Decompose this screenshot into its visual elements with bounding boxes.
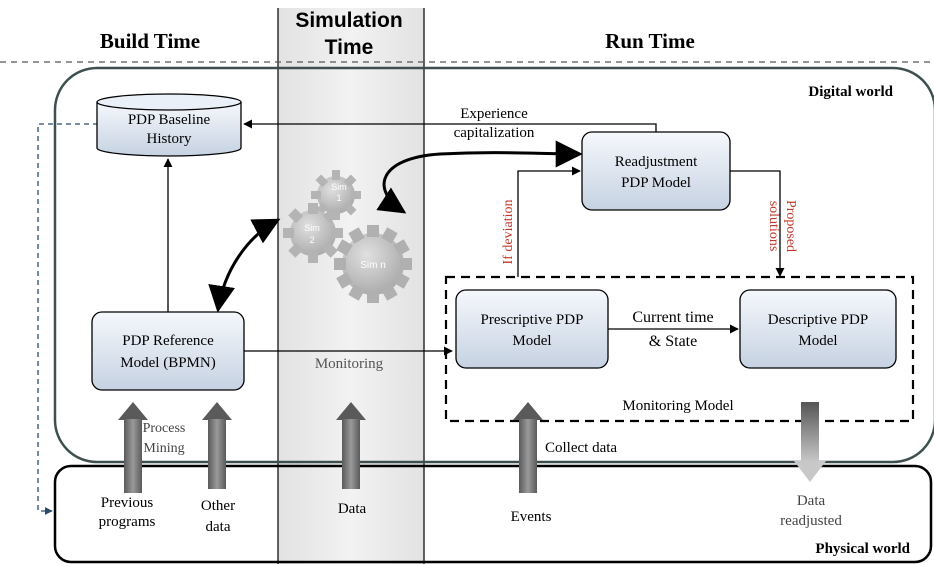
run-time-header: Run Time	[605, 29, 695, 53]
process-mining-label-line1: Process	[143, 421, 186, 436]
prescriptive-pdp-model	[455, 289, 609, 369]
pdp-reference-model	[91, 311, 245, 391]
sim1-label-line1: Sim	[331, 182, 347, 192]
reference-label-line1: PDP Reference	[122, 333, 214, 349]
events-arrow-icon	[513, 402, 543, 493]
monitoring-label: Monitoring	[315, 356, 384, 372]
previous-programs-line2: programs	[99, 514, 156, 530]
data-arrow-icon	[336, 402, 366, 489]
sim1-label-line2: 1	[336, 193, 341, 203]
proposed-label-line2: solutions	[766, 201, 781, 252]
sim2-label-line2: 2	[309, 235, 314, 245]
descriptive-label-line1: Descriptive PDP	[768, 312, 868, 328]
prescriptive-label-line1: Prescriptive PDP	[481, 312, 584, 328]
simulation-time-header-line1: Simulation	[295, 9, 402, 32]
monitoring-model-label: Monitoring Model	[622, 398, 733, 414]
experience-label-line1: Experience	[460, 106, 528, 122]
other-data-arrow-icon	[202, 402, 232, 489]
digital-world-label: Digital world	[808, 84, 893, 100]
if-deviation-label: If deviation	[501, 200, 516, 265]
experience-label-line2: capitalization	[454, 125, 535, 141]
events-label: Events	[511, 509, 552, 525]
monitoring-model-container	[444, 275, 915, 423]
proposed-solutions-arrow	[730, 170, 785, 277]
process-mining-label-line2: Mining	[143, 441, 184, 456]
readjustment-label-line2: PDP Model	[621, 175, 691, 191]
build-time-header: Build Time	[100, 29, 200, 53]
data-readjusted-line2: readjusted	[780, 513, 842, 529]
proposed-label-line1: Proposed	[783, 200, 798, 252]
previous-programs-arrow-icon	[118, 402, 148, 493]
other-data-line2: data	[206, 519, 231, 535]
physical-world-label: Physical world	[815, 541, 910, 557]
experience-capitalization-arrow	[243, 119, 657, 132]
reference-label-line2: Model (BPMN)	[120, 355, 215, 371]
previous-programs-line1: Previous	[101, 495, 154, 511]
current-time-label-line2: & State	[649, 333, 697, 350]
readjustment-label-line1: Readjustment	[615, 154, 698, 170]
collect-data-label: Collect data	[545, 440, 617, 456]
readjustment-pdp-model	[581, 131, 731, 211]
digital-world-container	[53, 66, 934, 464]
pdp-baseline-history	[96, 93, 242, 157]
sim-to-readjustment-arrow	[376, 140, 583, 214]
simn-label: Sim n	[360, 260, 386, 271]
physical-world-container	[53, 464, 933, 564]
sim-gears-icon	[283, 170, 412, 303]
reference-sim-double-arrow	[208, 218, 281, 313]
other-data-line1: Other	[201, 498, 235, 514]
if-deviation-arrow	[517, 166, 581, 277]
descriptive-pdp-model	[739, 289, 897, 369]
data-readjusted-line1: Data	[797, 493, 826, 509]
simulation-time-header-line2: Time	[325, 36, 374, 59]
simn-gear-icon	[334, 225, 412, 303]
current-time-label-line1: Current time	[632, 309, 713, 326]
baseline-dashed-feedback	[37, 123, 98, 515]
sim2-label-line1: Sim	[304, 223, 320, 233]
baseline-label-line1: PDP Baseline	[128, 112, 211, 128]
baseline-label-line2: History	[147, 131, 193, 147]
descriptive-label-line2: Model	[798, 333, 837, 349]
data-readjusted-arrow-icon	[794, 402, 826, 482]
prescriptive-label-line2: Model	[512, 333, 551, 349]
data-input-label: Data	[338, 501, 367, 517]
sim2-gear-icon	[283, 203, 343, 263]
